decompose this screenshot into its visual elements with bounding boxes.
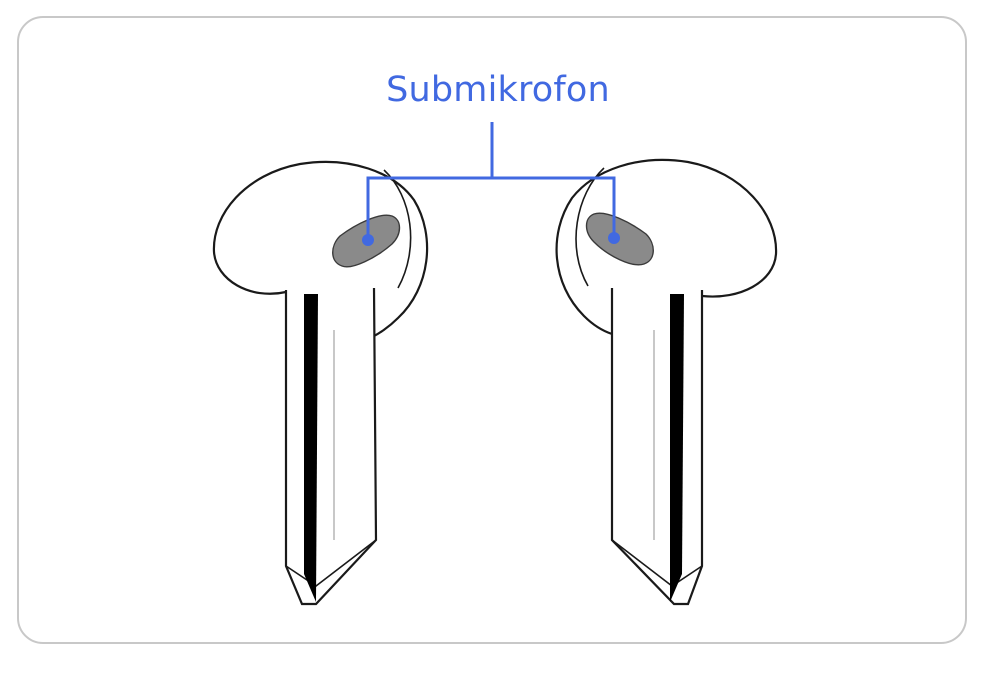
right-earbud-stem (610, 288, 704, 606)
diagram-frame (17, 16, 967, 644)
callout-lines (362, 122, 620, 246)
earbud-left-icon (212, 160, 429, 606)
left-earbud-accent (304, 294, 318, 602)
earbud-right-icon (555, 158, 778, 606)
right-earbud-accent (670, 294, 684, 602)
left-mic-pointer-dot (362, 234, 374, 246)
callout-bracket-line (366, 176, 616, 240)
submicrophone-label: Submikrofon (386, 70, 610, 110)
left-earbud-stem (284, 287, 378, 606)
left-earbud-inner-edge (383, 169, 412, 289)
right-mic-pointer-dot (608, 232, 620, 244)
